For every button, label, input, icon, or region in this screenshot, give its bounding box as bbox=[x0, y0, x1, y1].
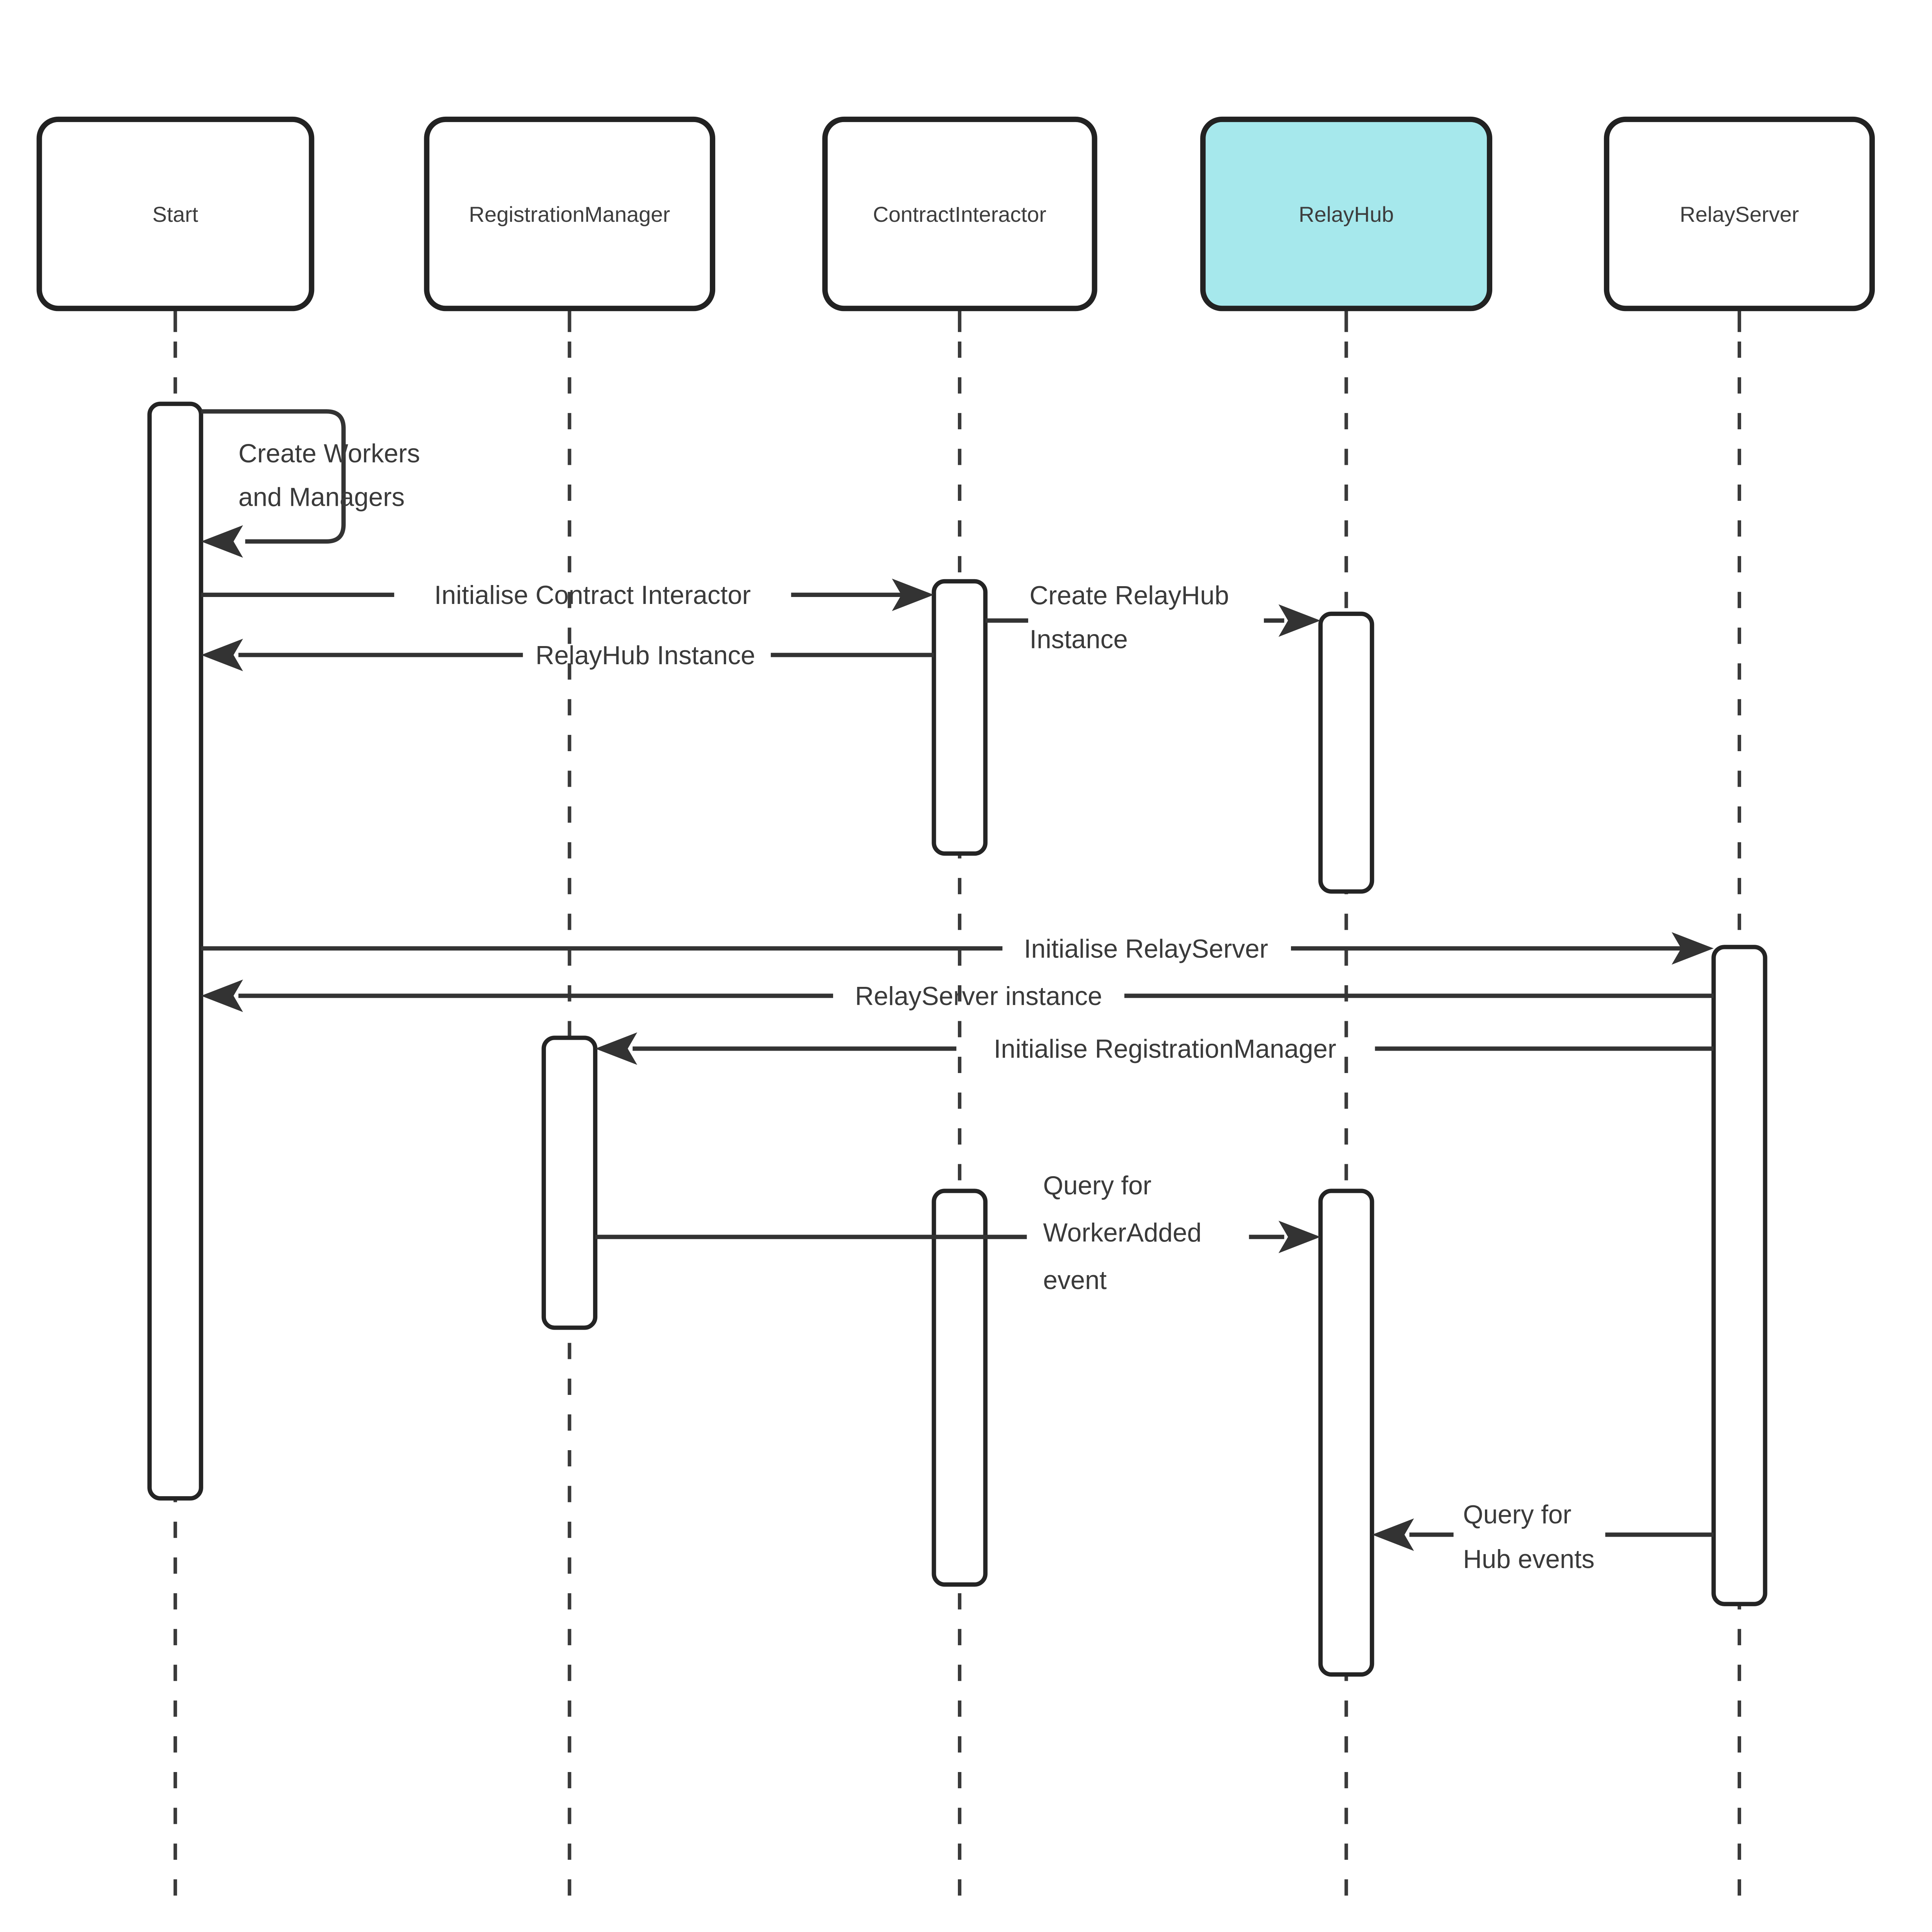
activation-start bbox=[147, 401, 203, 1501]
actor-relay-server-box bbox=[1604, 116, 1875, 311]
actor-contract-interactor-box bbox=[822, 116, 1097, 311]
actor-contract-interactor-label: ContractInteractor bbox=[873, 202, 1046, 226]
message-query-for-hub-events-arrowhead bbox=[1372, 1518, 1414, 1551]
messages: Create Workers and Managers Initialise C… bbox=[201, 409, 1714, 1574]
message-relayserver-instance-arrowhead bbox=[201, 980, 243, 1012]
actor-contract-interactor: ContractInteractor bbox=[822, 116, 1097, 311]
message-relayhub-instance: RelayHub Instance bbox=[201, 638, 934, 672]
lifelines bbox=[173, 308, 1742, 1897]
message-initialise-registrationmanager: Initialise RegistrationManager bbox=[595, 1032, 1714, 1065]
message-create-workers-and-managers-label-line2: and Managers bbox=[238, 483, 405, 512]
message-query-for-hub-events-label-line2: Hub events bbox=[1463, 1545, 1594, 1574]
actors: Start RegistrationManager ContractIntera… bbox=[36, 116, 1875, 311]
message-initialise-relayserver-arrowhead bbox=[1672, 932, 1714, 965]
message-create-workers-and-managers-loop bbox=[201, 409, 346, 544]
message-initialise-relayserver: Initialise RelayServer bbox=[201, 932, 1714, 965]
message-relayhub-instance-label: RelayHub Instance bbox=[536, 641, 755, 670]
message-create-relayhub-instance-arrowhead bbox=[1278, 604, 1321, 637]
message-query-for-hub-events: Query for Hub events bbox=[1372, 1500, 1714, 1574]
actor-registration-manager-box bbox=[424, 116, 716, 311]
activation-relay-hub-2 bbox=[1318, 1189, 1374, 1677]
activation-contract-interactor-1 bbox=[932, 579, 988, 856]
message-query-for-hub-events-label-line1: Query for bbox=[1463, 1500, 1571, 1529]
message-query-for-workeradded-event-label-line1: Query for bbox=[1043, 1171, 1151, 1200]
actor-start: Start bbox=[36, 116, 315, 311]
message-initialise-registrationmanager-label: Initialise RegistrationManager bbox=[994, 1035, 1337, 1064]
message-relayserver-instance: RelayServer instance bbox=[201, 980, 1714, 1012]
message-initialise-contract-interactor-arrowhead bbox=[892, 578, 934, 611]
activation-bars bbox=[147, 401, 1767, 1677]
message-create-workers-and-managers: Create Workers and Managers bbox=[201, 409, 420, 558]
message-relayhub-instance-arrowhead bbox=[201, 638, 243, 672]
message-initialise-registrationmanager-arrowhead bbox=[595, 1032, 638, 1065]
message-relayserver-instance-label: RelayServer instance bbox=[855, 982, 1102, 1011]
actor-relay-hub-box bbox=[1200, 116, 1493, 311]
actor-relay-server-label: RelayServer bbox=[1680, 202, 1799, 226]
message-initialise-contract-interactor-label: Initialise Contract Interactor bbox=[434, 581, 751, 610]
actor-registration-manager-label: RegistrationManager bbox=[469, 202, 670, 226]
activation-relay-hub-1 bbox=[1318, 611, 1374, 894]
actor-registration-manager: RegistrationManager bbox=[424, 116, 716, 311]
message-initialise-contract-interactor: Initialise Contract Interactor bbox=[201, 578, 934, 611]
activation-contract-interactor-2 bbox=[932, 1189, 988, 1587]
actor-relay-hub-label: RelayHub bbox=[1299, 202, 1394, 226]
message-initialise-relayserver-label: Initialise RelayServer bbox=[1024, 934, 1268, 963]
message-create-workers-and-managers-arrowhead bbox=[201, 525, 243, 558]
actor-relay-server: RelayServer bbox=[1604, 116, 1875, 311]
activation-registration-manager bbox=[541, 1036, 598, 1330]
actor-relay-hub: RelayHub bbox=[1200, 116, 1493, 311]
message-query-for-workeradded-event-label-line2: WorkerAdded bbox=[1043, 1218, 1201, 1247]
activation-relay-server bbox=[1711, 945, 1767, 1606]
actor-start-box bbox=[36, 116, 315, 311]
message-query-for-workeradded-event-arrowhead bbox=[1278, 1221, 1321, 1253]
message-create-workers-and-managers-label-line1: Create Workers bbox=[238, 439, 420, 468]
actor-start-label: Start bbox=[152, 202, 198, 226]
message-query-for-workeradded-event: Query for WorkerAdded event bbox=[595, 1171, 1321, 1295]
message-query-for-workeradded-event-label-line3: event bbox=[1043, 1266, 1107, 1295]
message-create-relayhub-instance: Create RelayHub Instance bbox=[985, 581, 1321, 654]
message-create-relayhub-instance-label-line2: Instance bbox=[1029, 625, 1128, 654]
message-create-relayhub-instance-label-line1: Create RelayHub bbox=[1029, 581, 1229, 610]
